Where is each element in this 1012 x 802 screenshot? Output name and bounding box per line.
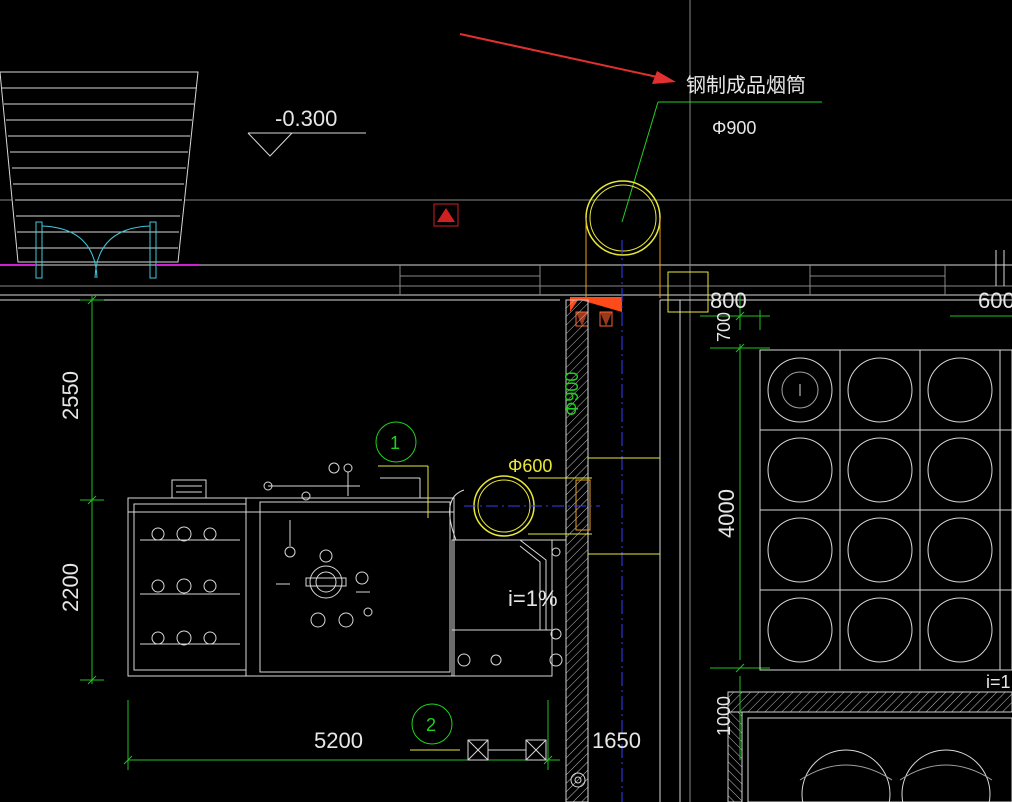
dim-800: 800 (710, 288, 747, 313)
vertical-ducts (570, 240, 681, 802)
dim-1650: 1650 (592, 728, 641, 753)
elevation-text: -0.300 (275, 106, 337, 131)
chimney-label: 钢制成品烟筒 (686, 73, 806, 97)
chimney-top (585, 180, 709, 313)
dim-2550: 2550 (58, 371, 83, 420)
dimension-lines (80, 295, 1012, 770)
stair-structure (0, 71, 200, 279)
equipment-marker-1: 1 (375, 421, 429, 518)
chimney-diameter-label: Φ900 (712, 118, 756, 138)
valve-boxes (467, 739, 547, 761)
dim-700: 700 (714, 312, 734, 342)
dim-600-right: 600 (978, 288, 1012, 313)
dim-5200: 5200 (314, 728, 363, 753)
pipe-diameter-label: Φ600 (508, 456, 552, 476)
elevation-mark: -0.300 (247, 106, 366, 157)
callout-arrow (459, 33, 676, 84)
tank-grid (747, 250, 1012, 802)
hatched-wall (565, 299, 1012, 802)
chimney-callout: 钢制成品烟筒 Φ900 (621, 73, 822, 223)
equipment-marker-2: 2 (410, 703, 460, 751)
warning-marker-icon (433, 203, 459, 227)
vertical-pipe-label: Φ900 (562, 372, 582, 416)
slope-label-right: i=1 (986, 672, 1011, 692)
dim-4000: 4000 (714, 489, 739, 538)
flue-duct (449, 475, 600, 677)
dim-2200: 2200 (58, 563, 83, 612)
dim-1000: 1000 (714, 696, 734, 736)
boiler-unit (127, 462, 455, 677)
slope-label: i=1% (508, 586, 558, 611)
marker-1-label: 1 (390, 433, 400, 453)
marker-2-label: 2 (426, 715, 436, 735)
